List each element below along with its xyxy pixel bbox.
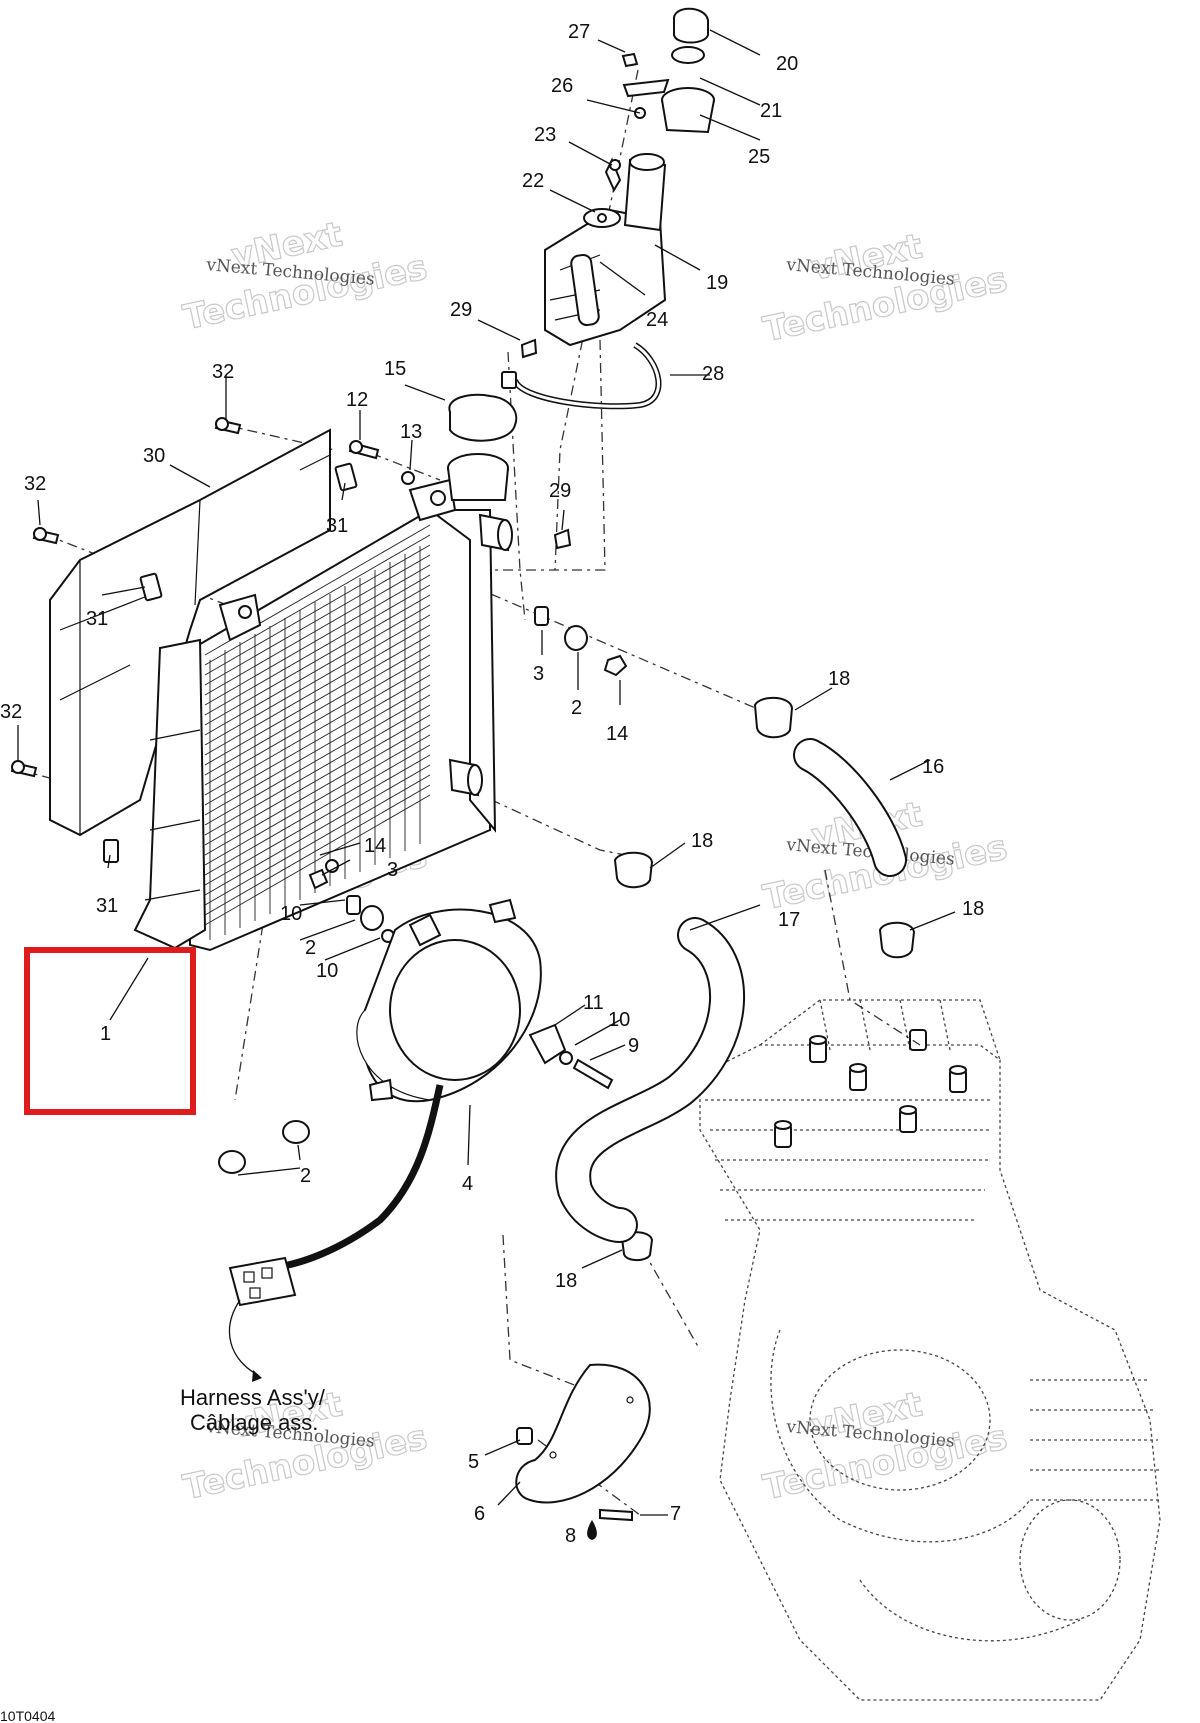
callout-25: 25 bbox=[748, 146, 770, 168]
callout-28: 28 bbox=[702, 363, 724, 385]
svg-text:Harness Ass'y/: Harness Ass'y/ bbox=[180, 1385, 326, 1410]
cover-plate bbox=[515, 1363, 651, 1504]
callout-32: 32 bbox=[212, 361, 234, 383]
callout-6: 6 bbox=[474, 1503, 485, 1525]
callout-27: 27 bbox=[568, 21, 590, 43]
callout-29: 29 bbox=[450, 299, 472, 321]
callout-31: 31 bbox=[326, 515, 348, 537]
callout-1: 1 bbox=[100, 1023, 111, 1045]
callout-30: 30 bbox=[143, 445, 165, 467]
callout-2: 2 bbox=[305, 937, 316, 959]
callout-10: 10 bbox=[316, 960, 338, 982]
leader-lines bbox=[17, 29, 956, 1516]
callout-10: 10 bbox=[280, 903, 302, 925]
radiator-cap bbox=[448, 393, 518, 442]
engine-outline bbox=[699, 999, 1161, 1701]
drawing-code: 10T0404 bbox=[0, 1708, 55, 1723]
engine-studs bbox=[774, 1029, 967, 1148]
callout-16: 16 bbox=[922, 756, 944, 778]
callout-11: 11 bbox=[583, 992, 604, 1014]
watermark: vNext Technologies vNext Technologies bbox=[759, 226, 1011, 351]
callout-12: 12 bbox=[346, 389, 368, 411]
radiator bbox=[133, 453, 513, 952]
callout-3: 3 bbox=[387, 859, 398, 881]
callout-20: 20 bbox=[776, 53, 798, 75]
callout-2: 2 bbox=[300, 1165, 311, 1187]
callout-21: 21 bbox=[760, 100, 782, 122]
callout-labels: 27 20 26 21 25 23 22 19 24 29 28 15 32 1… bbox=[0, 21, 984, 1547]
callout-14: 14 bbox=[364, 835, 386, 857]
callout-4: 4 bbox=[462, 1173, 473, 1195]
callout-22: 22 bbox=[522, 170, 544, 192]
callout-17: 17 bbox=[778, 909, 800, 931]
callout-8: 8 bbox=[565, 1525, 576, 1547]
callout-29: 29 bbox=[549, 480, 571, 502]
callout-18: 18 bbox=[691, 830, 713, 852]
callout-26: 26 bbox=[551, 75, 573, 97]
callout-13: 13 bbox=[400, 421, 422, 443]
callout-5: 5 bbox=[468, 1451, 479, 1473]
callout-18: 18 bbox=[555, 1270, 577, 1292]
callout-31: 31 bbox=[86, 608, 108, 630]
coolant-hoses bbox=[555, 738, 907, 1243]
callout-18: 18 bbox=[962, 898, 984, 920]
callout-2: 2 bbox=[571, 697, 582, 719]
callout-32: 32 bbox=[24, 473, 46, 495]
callout-19: 19 bbox=[706, 272, 728, 294]
callout-32: 32 bbox=[0, 701, 22, 723]
coolant-reservoir bbox=[544, 7, 715, 347]
callout-15: 15 bbox=[384, 358, 406, 380]
callout-9: 9 bbox=[628, 1035, 639, 1057]
fan-shroud bbox=[49, 428, 358, 863]
callout-18: 18 bbox=[828, 668, 850, 690]
callout-23: 23 bbox=[534, 124, 556, 146]
screw-32 bbox=[10, 417, 242, 778]
highlight-box bbox=[24, 947, 196, 1115]
callout-24: 24 bbox=[646, 309, 668, 331]
watermark: vNext Technologies vNext Technologies bbox=[759, 1384, 1011, 1509]
harness-label: Harness Ass'y/ Câblage ass. bbox=[180, 1385, 326, 1435]
callout-14: 14 bbox=[606, 723, 628, 745]
callout-3: 3 bbox=[533, 663, 544, 685]
watermark: vNext Technologies vNext Technologies bbox=[179, 214, 431, 339]
callout-10: 10 bbox=[608, 1009, 630, 1031]
svg-text:Câblage ass.: Câblage ass. bbox=[190, 1410, 318, 1435]
callout-7: 7 bbox=[670, 1503, 681, 1525]
callout-31: 31 bbox=[96, 895, 118, 917]
overflow-hose bbox=[501, 338, 662, 410]
cooling-fan bbox=[228, 898, 542, 1382]
